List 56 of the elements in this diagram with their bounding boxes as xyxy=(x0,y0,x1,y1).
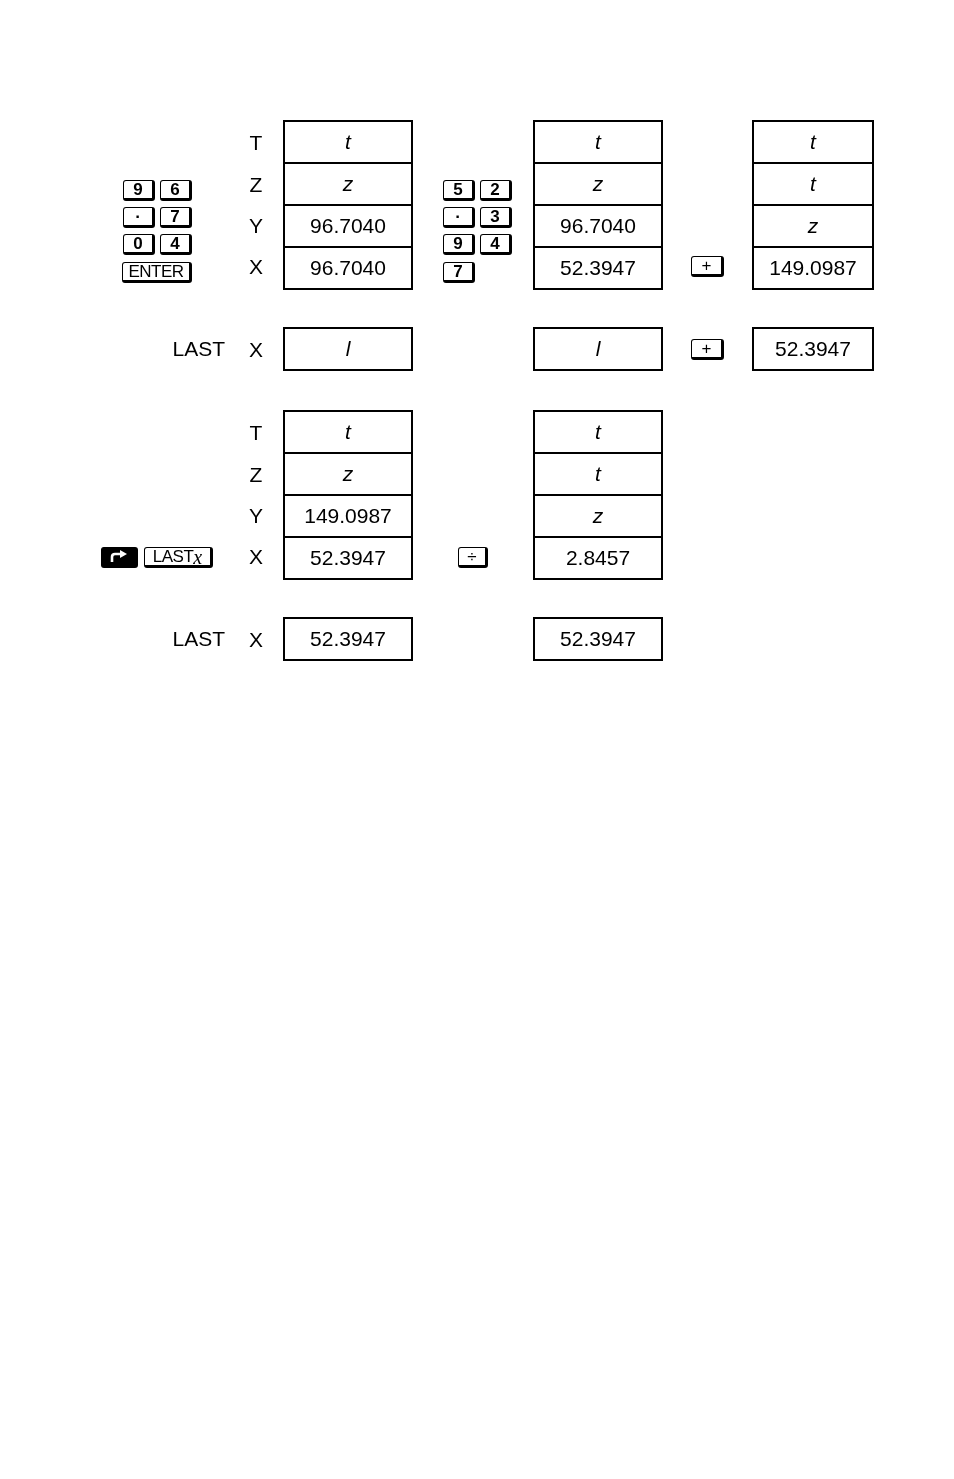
calculator-key: · xyxy=(443,207,475,228)
register-label: LAST xyxy=(172,337,225,359)
register-cell: t xyxy=(283,120,413,164)
register-label: X xyxy=(249,338,263,360)
register-cell: 52.3947 xyxy=(533,617,663,661)
register-cell: 52.3947 xyxy=(533,246,663,290)
register-cell: 149.0987 xyxy=(752,246,874,290)
register-label: Z xyxy=(249,173,263,195)
register-cell: t xyxy=(533,120,663,164)
shift-key xyxy=(101,547,138,568)
calculator-key: 2 xyxy=(480,180,512,201)
register-label: X xyxy=(249,255,263,277)
register-cell: z xyxy=(283,162,413,206)
register-cell: 96.7040 xyxy=(283,246,413,290)
register-label: Y xyxy=(249,504,263,526)
calculator-key: 4 xyxy=(160,234,192,255)
calculator-key: 9 xyxy=(443,234,475,255)
calculator-key: 9 xyxy=(123,180,155,201)
register-cell: z xyxy=(533,162,663,206)
register-cell: z xyxy=(533,494,663,538)
calculator-key: 6 xyxy=(160,180,192,201)
register-label: T xyxy=(249,421,263,443)
register-label: Z xyxy=(249,463,263,485)
register-cell: 52.3947 xyxy=(752,327,874,371)
register-cell: 149.0987 xyxy=(283,494,413,538)
register-cell: t xyxy=(752,120,874,164)
register-cell: l xyxy=(283,327,413,371)
register-cell: 96.7040 xyxy=(283,204,413,248)
calculator-key: 7 xyxy=(160,207,192,228)
register-label: Y xyxy=(249,214,263,236)
calculator-key: 7 xyxy=(443,262,475,283)
register-label: X xyxy=(249,628,263,650)
register-cell: z xyxy=(752,204,874,248)
calculator-key: ÷ xyxy=(458,547,488,568)
register-cell: t xyxy=(752,162,874,206)
register-cell: 52.3947 xyxy=(283,617,413,661)
calculator-key: · xyxy=(123,207,155,228)
calculator-key: + xyxy=(691,256,724,277)
register-cell: t xyxy=(533,452,663,496)
register-cell: t xyxy=(283,410,413,454)
register-cell: t xyxy=(533,410,663,454)
calculator-key: 5 xyxy=(443,180,475,201)
calculator-key: 4 xyxy=(480,234,512,255)
register-cell: 52.3947 xyxy=(283,536,413,580)
register-cell: l xyxy=(533,327,663,371)
calculator-key: + xyxy=(691,339,724,360)
register-label: X xyxy=(249,545,263,567)
register-cell: 96.7040 xyxy=(533,204,663,248)
calculator-key: 3 xyxy=(480,207,512,228)
register-label: LAST xyxy=(172,627,225,649)
calculator-key: ENTER xyxy=(122,262,192,283)
calculator-key: LASTx xyxy=(144,547,213,568)
register-cell: 2.8457 xyxy=(533,536,663,580)
register-cell: z xyxy=(283,452,413,496)
register-label: T xyxy=(249,131,263,153)
calculator-key: 0 xyxy=(123,234,155,255)
